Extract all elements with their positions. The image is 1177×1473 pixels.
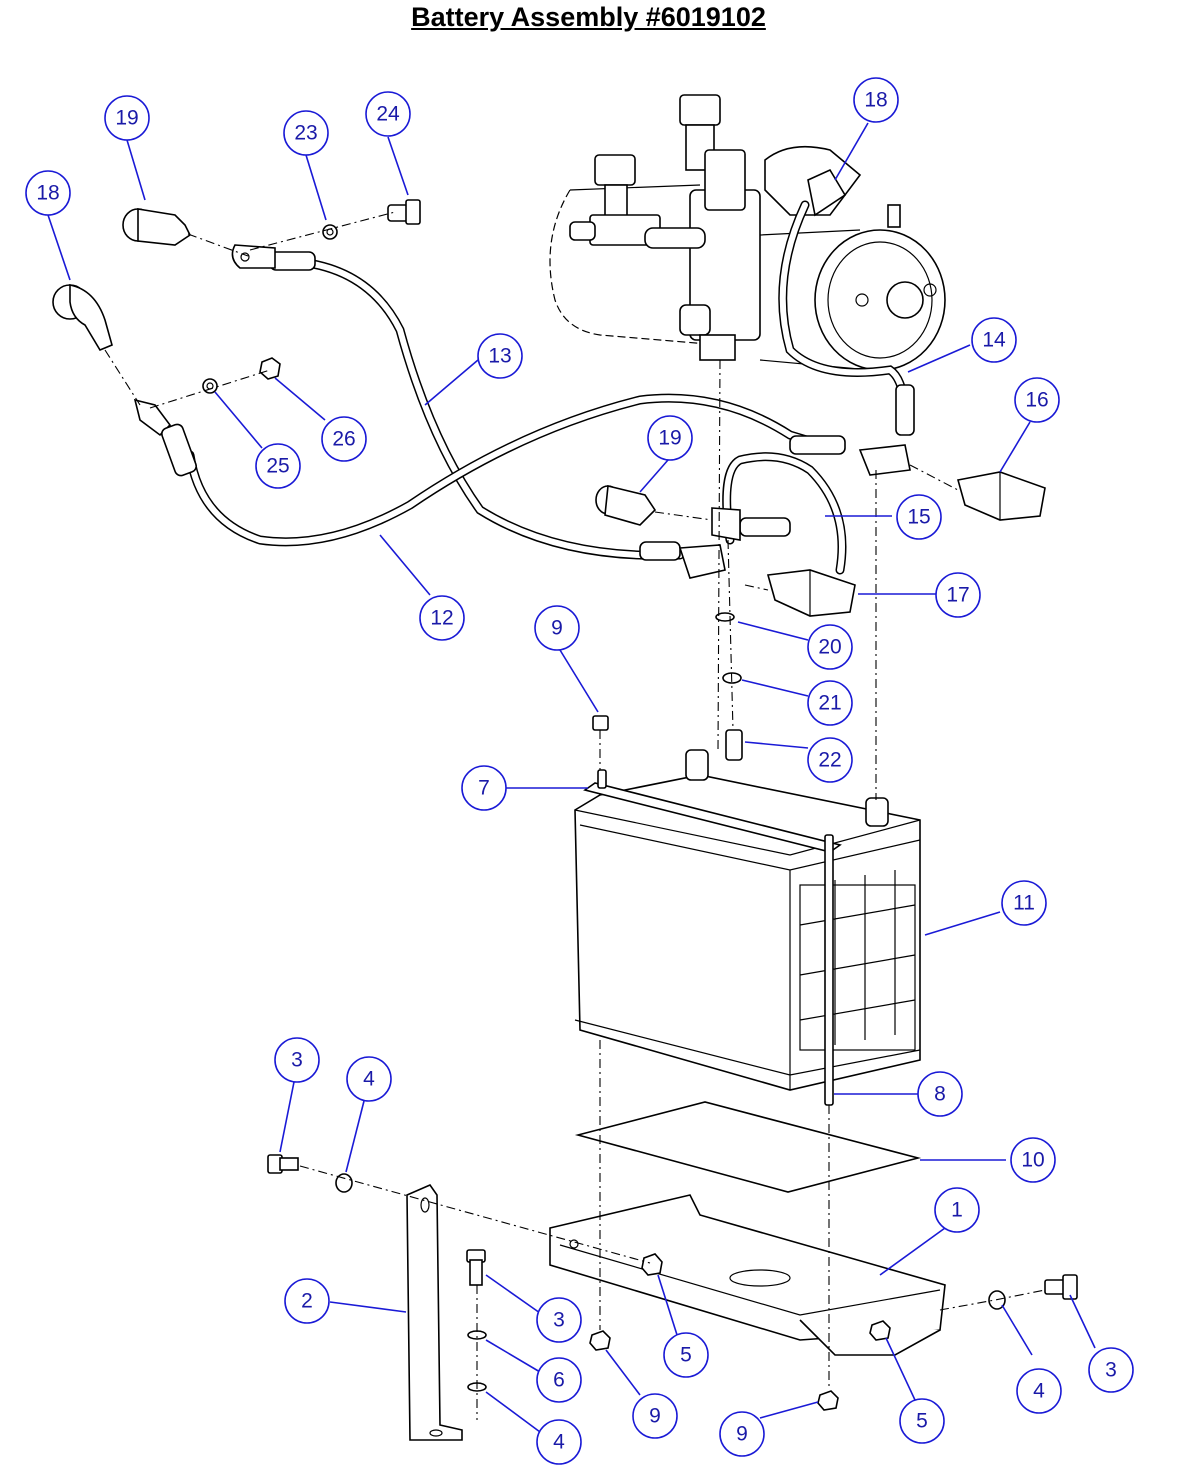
callout-4-right: 4 xyxy=(1016,1368,1062,1414)
callout-20: 20 xyxy=(807,624,853,670)
callout-26: 26 xyxy=(321,416,367,462)
callout-6: 6 xyxy=(536,1357,582,1403)
callout-label: 18 xyxy=(36,182,59,205)
callout-2: 2 xyxy=(284,1278,330,1324)
callout-label: 9 xyxy=(736,1423,748,1446)
callout-label: 9 xyxy=(551,617,563,640)
callout-3-left: 3 xyxy=(274,1037,320,1083)
callout-18-top: 18 xyxy=(853,77,899,123)
callout-9-lower-right: 9 xyxy=(719,1411,765,1457)
callout-22: 22 xyxy=(807,737,853,783)
callout-25: 25 xyxy=(255,443,301,489)
callout-label: 5 xyxy=(916,1410,928,1433)
callout-label: 1 xyxy=(951,1199,963,1222)
callout-3-mid: 3 xyxy=(536,1297,582,1343)
callout-5-right: 5 xyxy=(899,1398,945,1444)
callout-5-left: 5 xyxy=(663,1332,709,1378)
callout-label: 24 xyxy=(376,103,400,126)
callout-label: 17 xyxy=(946,584,969,607)
callout-1: 1 xyxy=(934,1187,980,1233)
terminal-cover-16 xyxy=(956,471,1046,521)
hydraulic-pump-unit xyxy=(549,94,946,371)
callout-label: 16 xyxy=(1025,389,1048,412)
leader-lines xyxy=(47,122,1096,1433)
callout-label: 10 xyxy=(1021,1149,1044,1172)
callout-label: 7 xyxy=(478,777,490,800)
callout-21: 21 xyxy=(807,680,853,726)
callout-label: 2 xyxy=(301,1290,313,1313)
callout-15: 15 xyxy=(896,494,942,540)
terminal-boot-19-mid xyxy=(595,485,657,526)
cable-12 xyxy=(133,393,846,547)
hold-down-7 xyxy=(583,769,842,853)
callout-label: 18 xyxy=(864,89,887,112)
callout-label: 4 xyxy=(553,1431,565,1454)
callout-label: 5 xyxy=(680,1344,692,1367)
callout-9-lower-left: 9 xyxy=(632,1393,678,1439)
pad-10 xyxy=(574,1101,922,1193)
tray-1 xyxy=(549,1194,946,1356)
small-hardware xyxy=(202,199,743,761)
callout-label: 3 xyxy=(291,1049,303,1072)
callout-16: 16 xyxy=(1014,377,1060,423)
cable-14 xyxy=(778,168,915,476)
callout-label: 14 xyxy=(982,329,1006,352)
lower-hardware xyxy=(267,1154,1078,1411)
callout-24: 24 xyxy=(365,91,411,137)
callout-label: 11 xyxy=(1013,892,1035,915)
callout-label: 6 xyxy=(553,1369,565,1392)
callout-label: 26 xyxy=(332,428,355,451)
callout-label: 15 xyxy=(907,506,930,529)
callout-label: 20 xyxy=(818,636,841,659)
callout-23: 23 xyxy=(283,110,329,156)
callout-13: 13 xyxy=(477,333,523,379)
cable-13 xyxy=(231,244,726,579)
callout-18-left: 18 xyxy=(25,170,71,216)
callout-8: 8 xyxy=(917,1071,963,1117)
callout-11: 11 xyxy=(1001,880,1047,926)
callout-9-upper: 9 xyxy=(534,605,580,651)
callout-12: 12 xyxy=(419,595,465,641)
callout-label: 8 xyxy=(934,1083,946,1106)
terminal-cover-17 xyxy=(766,569,856,617)
alignment-lines xyxy=(104,211,1046,1420)
callout-label: 3 xyxy=(553,1309,565,1332)
terminal-boot-19-top xyxy=(122,208,192,246)
callouts: 19 23 24 18 18 13 14 16 26 25 19 15 17 1… xyxy=(25,77,1134,1465)
callout-label: 19 xyxy=(658,427,681,450)
callout-19-top: 19 xyxy=(104,95,150,141)
callout-14: 14 xyxy=(971,317,1017,363)
rod-8 xyxy=(824,834,834,1106)
callout-label: 3 xyxy=(1105,1359,1117,1382)
callout-label: 12 xyxy=(430,607,453,630)
callout-3-right: 3 xyxy=(1088,1347,1134,1393)
callout-label: 4 xyxy=(1033,1380,1045,1403)
callout-label: 25 xyxy=(266,455,289,478)
callout-label: 23 xyxy=(294,122,317,145)
callout-label: 13 xyxy=(488,345,511,368)
callout-19-mid: 19 xyxy=(647,415,693,461)
callout-4-lower: 4 xyxy=(536,1419,582,1465)
callout-label: 4 xyxy=(363,1068,375,1091)
callout-7: 7 xyxy=(461,765,507,811)
callout-4-left: 4 xyxy=(346,1056,392,1102)
callout-10: 10 xyxy=(1010,1137,1056,1183)
callout-label: 22 xyxy=(818,749,841,772)
page-title: Battery Assembly #6019102 xyxy=(411,2,766,32)
callout-17: 17 xyxy=(935,572,981,618)
bracket-2 xyxy=(406,1184,463,1441)
callout-label: 9 xyxy=(649,1405,661,1428)
terminal-boot-18-left xyxy=(52,284,113,352)
cable-15 xyxy=(711,452,847,575)
callout-label: 19 xyxy=(115,107,138,130)
callout-label: 21 xyxy=(818,692,841,715)
